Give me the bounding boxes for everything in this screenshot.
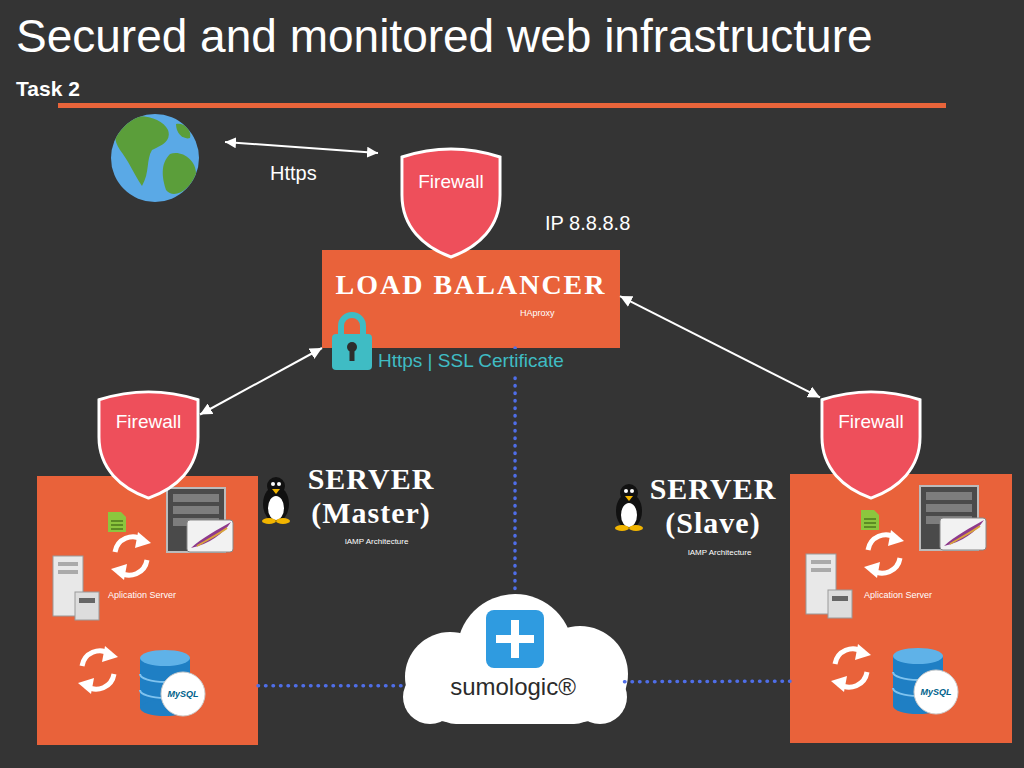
protocol-label: Https	[270, 161, 317, 186]
globe-land	[163, 153, 196, 194]
firewall-label: Firewall	[418, 170, 483, 194]
firewall-label: Firewall	[838, 410, 903, 434]
globe-icon	[111, 114, 199, 202]
security-label: Https | SSL Certificate	[375, 349, 567, 373]
monitoring-link	[258, 684, 405, 688]
globe-land	[176, 124, 190, 139]
globe-land	[115, 116, 169, 186]
icon-caption: Aplication Server	[864, 590, 932, 601]
monitoring-link	[513, 348, 517, 594]
firewall-shield: Firewall	[820, 386, 922, 500]
software-name: HAproxy	[520, 308, 555, 319]
task-label: Task 2	[16, 76, 80, 102]
globe-sea	[111, 114, 199, 202]
traffic-arrow	[200, 348, 322, 415]
cloud-lobe	[430, 672, 600, 724]
linux-icon	[615, 484, 643, 531]
server-icons	[53, 488, 233, 716]
traffic-arrow	[620, 296, 820, 397]
shield-outline	[820, 386, 922, 500]
https-arrow	[225, 142, 378, 153]
monitoring-link	[621, 679, 790, 683]
icon-caption: Aplication Server	[108, 590, 176, 601]
server-heading: SERVER (Slave)	[633, 472, 793, 540]
sumologic-icon	[486, 610, 544, 668]
shield-outline	[402, 149, 500, 257]
load-balancer-box: LOAD BALANCER HAproxy	[322, 250, 620, 348]
firewall-shield: Firewall	[97, 386, 200, 500]
shield-outline	[400, 143, 502, 259]
architecture-note: lAMP Architecture	[345, 537, 408, 547]
cloud-outline	[403, 594, 628, 724]
architecture-note: lAMP Architecture	[688, 548, 751, 558]
linux-icon	[262, 477, 290, 524]
title-rule	[58, 103, 946, 108]
service-name: sumologic®	[450, 672, 576, 702]
logo-text: MySQL	[920, 687, 951, 698]
server-icons	[806, 486, 986, 714]
lock-icon	[332, 315, 372, 370]
box-title: LOAD BALANCER	[335, 268, 606, 302]
logo-text: MySQL	[167, 689, 198, 700]
page-title: Secured and monitored web infrastructure	[16, 8, 873, 64]
ip-address: IP 8.8.8.8	[545, 211, 630, 236]
firewall-label: Firewall	[116, 410, 181, 434]
shield-outline	[97, 386, 200, 500]
server-heading: SERVER (Master)	[291, 462, 451, 530]
firewall-shield: Firewall	[400, 143, 502, 259]
